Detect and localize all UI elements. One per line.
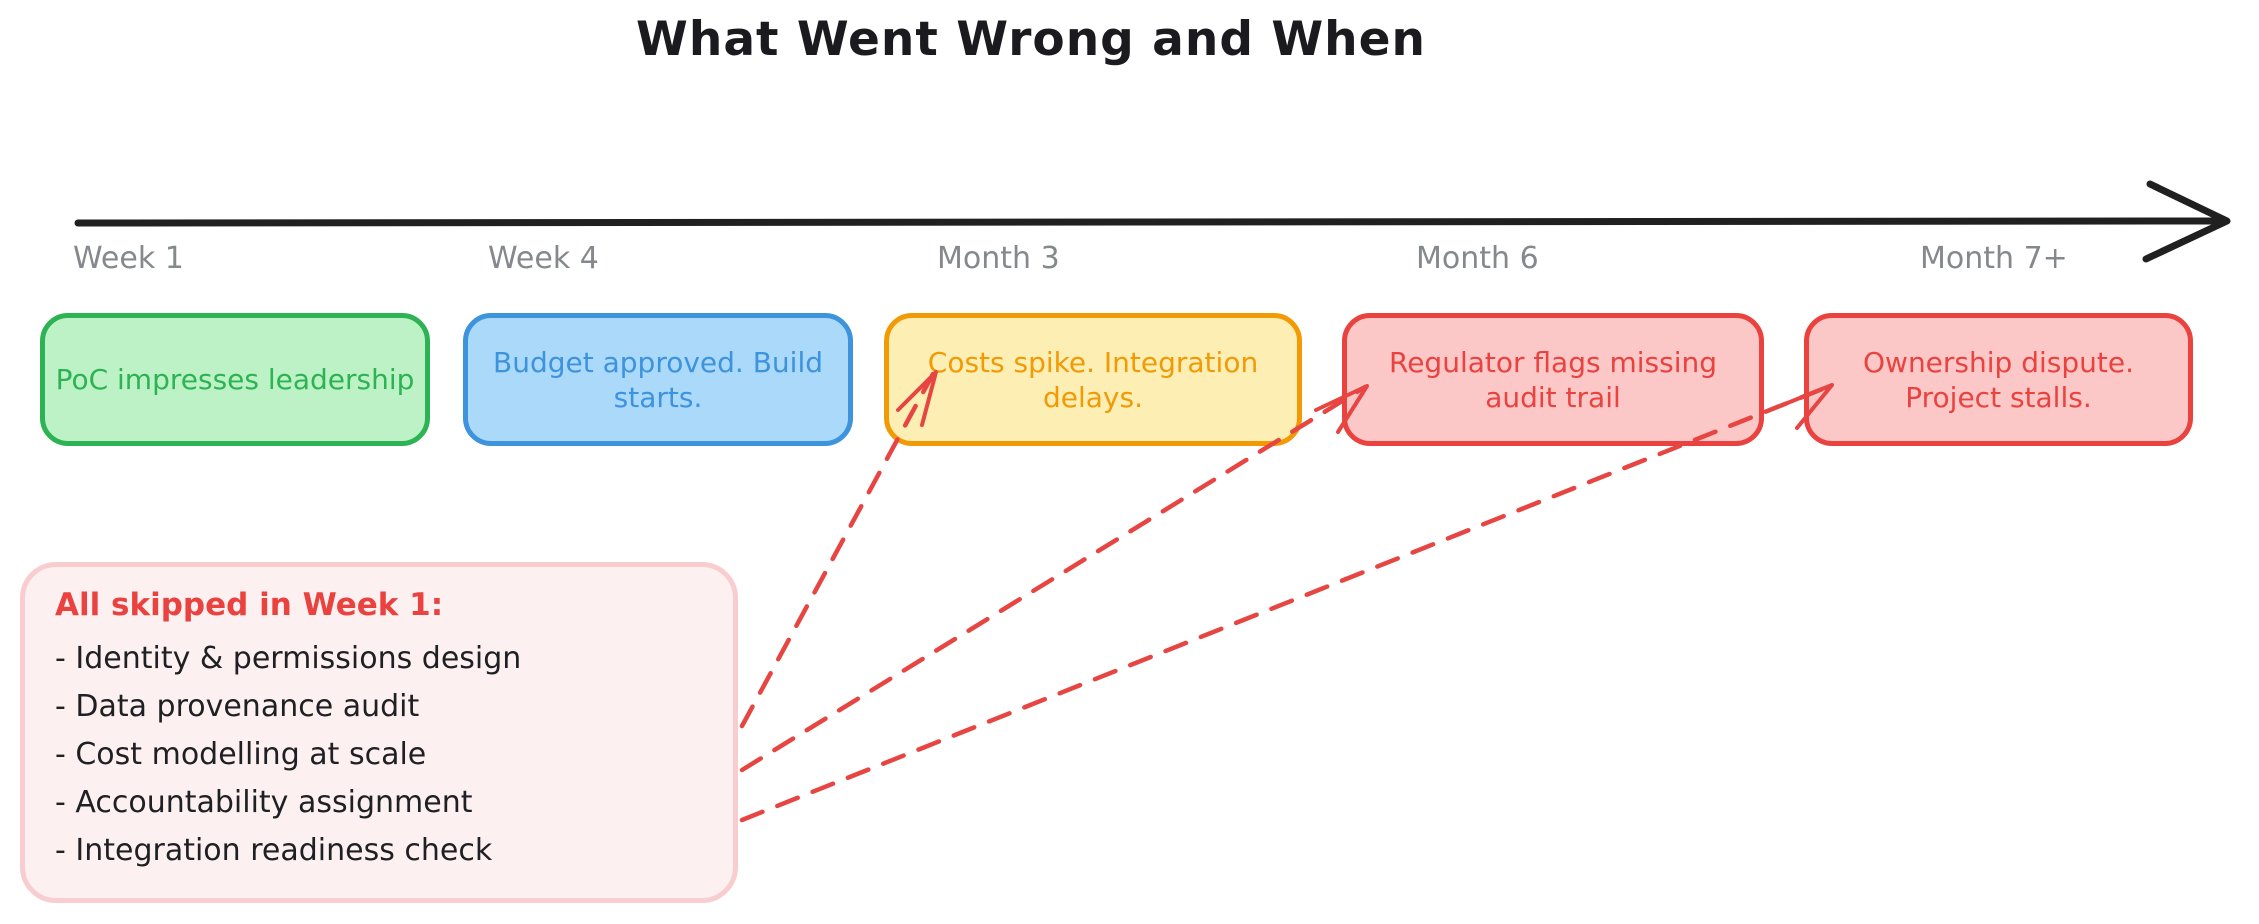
skipped-note-box: All skipped in Week 1: - Identity & perm… [20, 562, 738, 903]
timeline-label-week-1: Week 1 [73, 241, 184, 276]
timeline-arrow [74, 180, 2231, 263]
skipped-note-item: - Data provenance audit [55, 689, 420, 724]
milestone-label: Ownership dispute. Project stalls. [1863, 345, 2134, 414]
skipped-note-item: - Integration readiness check [55, 833, 493, 868]
milestone-box-budget: Budget approved. Build starts. [463, 313, 853, 446]
skipped-note-item: - Accountability assignment [55, 785, 473, 820]
skipped-note-item: - Cost modelling at scale [55, 737, 427, 772]
milestone-label: Costs spike. Integration delays. [927, 345, 1259, 414]
timeline-label-month-6: Month 6 [1416, 241, 1539, 276]
diagram-title: What Went Wrong and When [636, 12, 1426, 67]
timeline-arrowhead-icon [2142, 180, 2231, 263]
milestone-box-ownership: Ownership dispute. Project stalls. [1804, 313, 2193, 446]
timeline-label-month-3: Month 3 [937, 241, 1060, 276]
timeline-line [74, 217, 2226, 227]
milestone-box-poc: PoC impresses leadership [40, 313, 430, 446]
timeline-label-week-4: Week 4 [488, 241, 599, 276]
skipped-note-item: - Identity & permissions design [55, 641, 522, 676]
milestone-label: Regulator flags missing audit trail [1389, 345, 1717, 414]
milestone-label: Budget approved. Build starts. [493, 345, 823, 414]
milestone-box-regulator: Regulator flags missing audit trail [1342, 313, 1764, 446]
milestone-label: PoC impresses leadership [55, 363, 415, 396]
skipped-note-title: All skipped in Week 1: [55, 587, 444, 623]
milestone-box-costs: Costs spike. Integration delays. [884, 313, 1302, 446]
timeline-label-month-7plus: Month 7+ [1920, 241, 2068, 276]
dashed-arrow-to-ownership [739, 383, 1833, 823]
